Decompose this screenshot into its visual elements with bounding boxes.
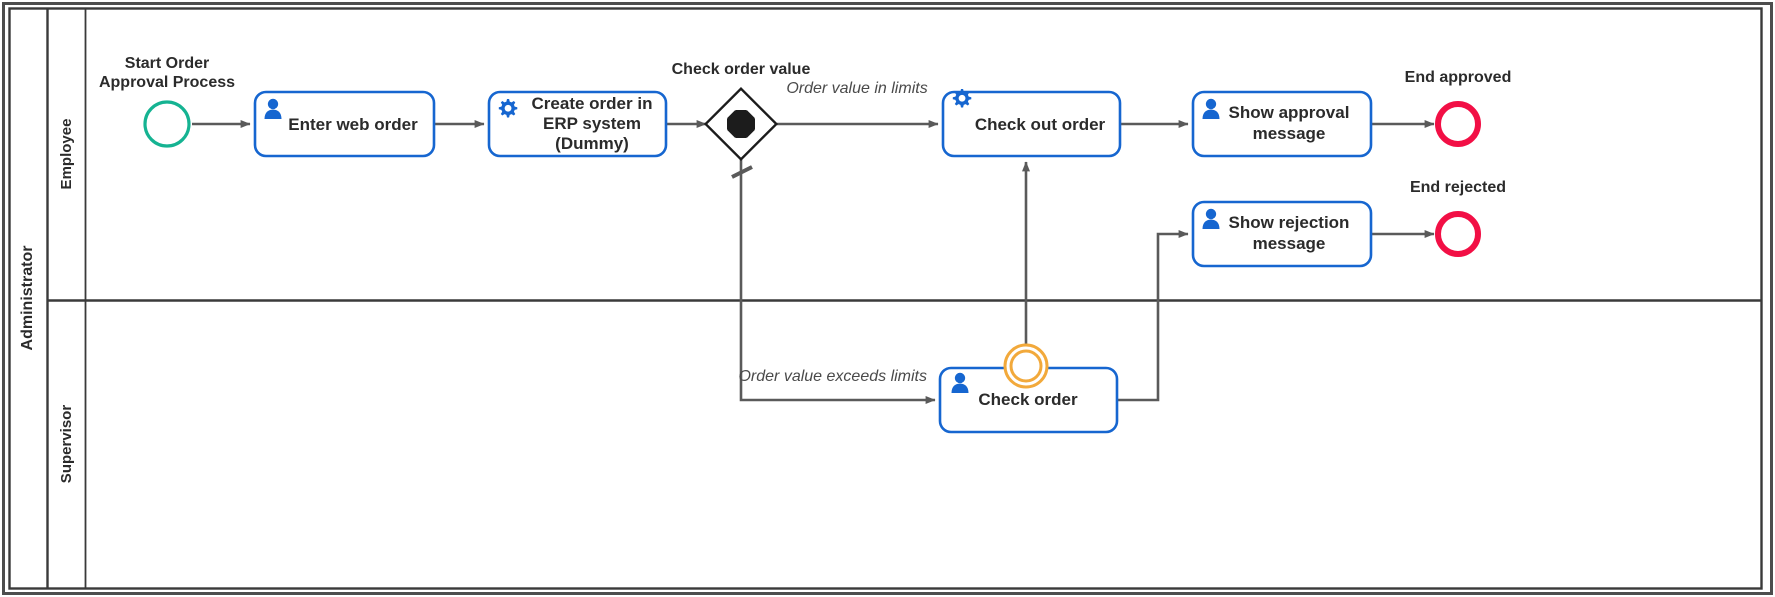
- flow-gateway-to-check-order[interactable]: [739, 159, 936, 404]
- user-icon: [951, 372, 969, 393]
- pool-label: Administrator: [19, 246, 36, 351]
- user-icon: [264, 98, 282, 119]
- task-check-out-order[interactable]: Check out order: [941, 89, 1122, 158]
- lane-label-supervisor: Supervisor: [58, 405, 75, 484]
- task-box: [253, 90, 436, 158]
- task-box: [487, 90, 668, 158]
- event-start-order-approval[interactable]: Start Order Approval Process: [99, 55, 235, 148]
- task-check-order[interactable]: Check order: [938, 366, 1119, 434]
- event-label-end-approved: End approved: [1405, 69, 1512, 86]
- flow-label-order-value-exceeds-limits: Order value exceeds limits: [738, 368, 927, 385]
- event-label-start-line1: Start Order: [125, 55, 209, 72]
- task-label-line1: Enter web order: [288, 115, 418, 134]
- lane-supervisor[interactable]: Supervisor: [58, 300, 87, 589]
- task-show-rejection-message[interactable]: Show rejection message: [1191, 200, 1373, 268]
- end-event-circle: [1435, 211, 1481, 257]
- flow-label-order-value-in-limits: Order value in limits: [786, 80, 927, 97]
- task-label-line1: Create order in: [532, 94, 653, 113]
- task-label-line1: Show rejection: [1229, 213, 1350, 232]
- task-label-line1: Check out order: [975, 115, 1106, 134]
- task-box: [1191, 200, 1373, 268]
- task-box: [941, 90, 1122, 158]
- task-show-approval-message[interactable]: Show approval message: [1191, 90, 1373, 158]
- boundary-event-inner-circle: [1009, 349, 1043, 383]
- lane-label-employee: Employee: [58, 119, 75, 190]
- task-enter-web-order[interactable]: Enter web order: [253, 90, 436, 158]
- event-label-end-rejected: End rejected: [1410, 179, 1506, 196]
- default-flow-marker: [731, 165, 753, 179]
- task-create-order-erp[interactable]: Create order in ERP system (Dummy): [487, 90, 668, 158]
- flow-check-order-to-show-rejection-message[interactable]: [1117, 230, 1189, 402]
- user-icon: [1202, 98, 1220, 119]
- gateway-label: Check order value: [672, 61, 811, 78]
- user-icon: [1202, 208, 1220, 229]
- event-label-start-line2: Approval Process: [99, 74, 235, 91]
- pool-outline: [8, 7, 1763, 590]
- task-label-line3: (Dummy): [555, 134, 629, 153]
- start-event-circle: [143, 100, 191, 148]
- gear-icon: [498, 99, 518, 118]
- gear-icon: [952, 89, 972, 108]
- pool-administrator[interactable]: Administrator: [8, 7, 1763, 590]
- complex-gateway-asterisk-icon: [727, 110, 755, 138]
- boundary-event-check-order[interactable]: [1003, 343, 1049, 389]
- task-label-line2: ERP system: [543, 114, 641, 133]
- event-end-approved[interactable]: End approved: [1405, 69, 1512, 147]
- event-end-rejected[interactable]: End rejected: [1410, 179, 1506, 257]
- lane-employee[interactable]: Employee: [47, 8, 1762, 302]
- task-box: [1191, 90, 1373, 158]
- task-label-line2: message: [1253, 234, 1326, 253]
- gateway-check-order-value[interactable]: Check order value: [672, 61, 811, 162]
- task-label-line1: Check order: [978, 390, 1078, 409]
- end-event-circle: [1435, 101, 1481, 147]
- task-label-line1: Show approval: [1229, 103, 1350, 122]
- task-label-line2: message: [1253, 124, 1326, 143]
